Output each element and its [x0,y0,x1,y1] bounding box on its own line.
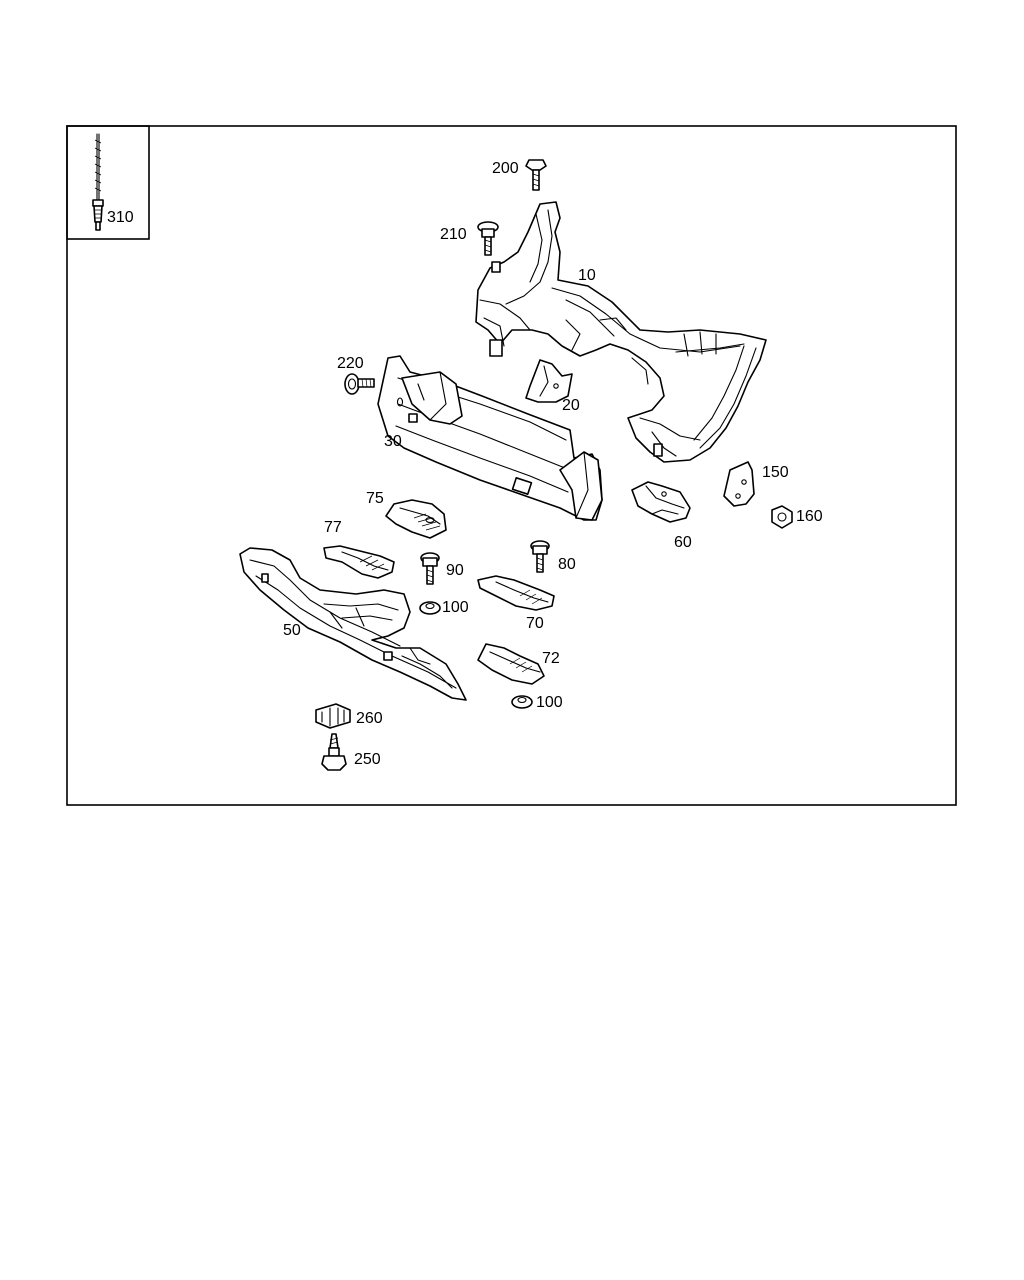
part-30-bumper-beam [377,355,603,521]
part-160-nut [771,505,793,529]
part-50-lower-crossmember [239,547,467,701]
part-100-nut-upper [419,601,441,615]
part-77-cover [323,545,395,579]
part-310-long-screw [92,133,104,231]
label-210: 210 [440,226,467,243]
label-160: 160 [796,508,823,525]
part-75-cover [385,499,447,539]
part-72-cover [477,643,545,685]
label-20: 20 [562,397,580,414]
label-100-lower: 100 [536,694,563,711]
part-80-bolt [530,540,550,573]
label-310: 310 [107,209,134,226]
label-150: 150 [762,464,789,481]
diagram-frame [66,125,957,806]
label-77: 77 [324,519,342,536]
part-10-front-carrier [475,201,767,463]
part-20-bracket [525,359,573,403]
label-30: 30 [384,433,402,450]
label-80: 80 [558,556,576,573]
part-100-nut-lower [511,695,533,709]
label-72: 72 [542,650,560,667]
label-60: 60 [674,534,692,551]
label-100-upper: 100 [442,599,469,616]
label-70: 70 [526,615,544,632]
part-90-bolt [420,552,440,585]
label-250: 250 [354,751,381,768]
label-200: 200 [492,160,519,177]
part-260-clip [315,703,351,729]
part-70-cover [477,575,555,611]
label-10: 10 [578,267,596,284]
inset-box: 310 [66,125,150,240]
part-250-screw [321,733,347,771]
part-60-guide [631,481,691,523]
label-260: 260 [356,710,383,727]
label-90: 90 [446,562,464,579]
label-75: 75 [366,490,384,507]
label-50: 50 [283,622,301,639]
part-220-bolt [344,373,375,395]
part-200-bolt [525,159,547,191]
part-210-bolt [477,221,499,256]
label-220: 220 [337,355,364,372]
part-150-plate [723,461,755,507]
